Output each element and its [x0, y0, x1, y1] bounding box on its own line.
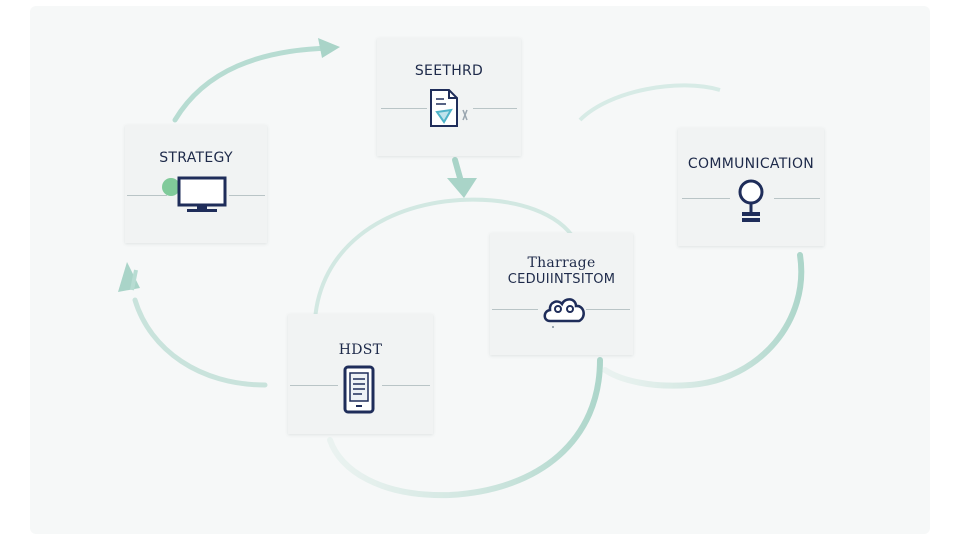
node-seethrd-label: SEETHRD [414, 63, 484, 79]
center-loop-bottom [327, 357, 603, 499]
divider [682, 198, 730, 199]
document-icon [430, 89, 468, 127]
divider [473, 108, 517, 109]
node-communication[interactable]: COMMUNICATION [678, 128, 824, 246]
divider [774, 198, 820, 199]
right-loop-top [578, 83, 721, 122]
tablet-icon [343, 365, 375, 414]
node-communication-label: COMMUNICATION [687, 156, 815, 172]
monitor-icon [162, 176, 227, 212]
arrowhead [318, 38, 340, 58]
divider [127, 195, 167, 196]
node-hdst[interactable]: HDST [288, 314, 433, 434]
arrow-left-arc [132, 297, 268, 388]
center-loop [313, 197, 577, 321]
pin-icon [738, 179, 764, 222]
arrowhead [447, 178, 477, 198]
cloud-icon [543, 298, 585, 328]
right-loop-side [602, 252, 805, 389]
divider [381, 108, 427, 109]
node-tharrage-label-line2: CEDUIINTSITOM [507, 272, 616, 287]
node-tharrage[interactable]: Tharrage CEDUIINTSITOM [490, 233, 633, 355]
arrow-strategy-to-seethrd [172, 45, 333, 123]
node-seethrd[interactable]: SEETHRD [377, 38, 521, 156]
node-strategy[interactable]: STRATEGY [125, 125, 267, 243]
divider [586, 309, 630, 310]
arrow-left-upstroke [130, 269, 138, 291]
node-hdst-label: HDST [338, 342, 383, 358]
divider [229, 195, 265, 196]
divider [492, 309, 538, 310]
arrowhead [118, 262, 140, 292]
divider [382, 385, 430, 386]
divider [290, 385, 338, 386]
node-strategy-label: STRATEGY [159, 150, 233, 166]
node-tharrage-label-line1: Tharrage [527, 255, 596, 271]
